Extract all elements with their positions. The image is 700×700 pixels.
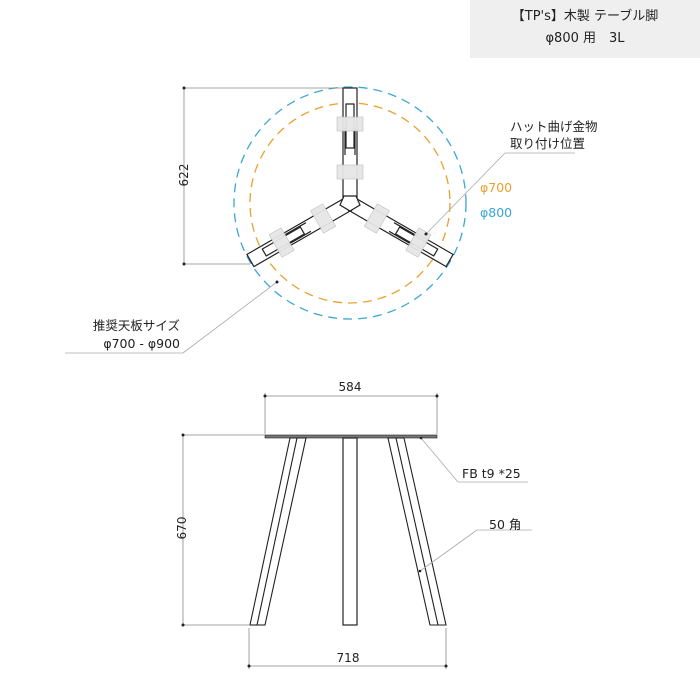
dimension-670 xyxy=(182,434,265,626)
flat-bar-label: FB t9 *25 xyxy=(462,466,521,481)
leg-arm-top xyxy=(342,87,358,199)
bracket-position-label: ハット曲げ金物 取り付け位置 xyxy=(510,118,598,152)
side-view xyxy=(181,393,532,669)
leg-arm-bottom-right xyxy=(350,198,454,268)
title-line-2: φ800 用 3L xyxy=(545,31,625,46)
right-leg xyxy=(387,437,447,626)
recommended-label-line-1: 推奨天板サイズ xyxy=(92,318,180,333)
leg-size-leader xyxy=(419,529,532,572)
dimension-718 xyxy=(248,628,447,669)
recommended-size-label: 推奨天板サイズ φ700 - φ900 xyxy=(70,317,180,353)
flat-bar-leader xyxy=(420,437,528,483)
bracket-positions xyxy=(268,116,432,258)
outer-circle-label: φ800 xyxy=(480,205,513,220)
dimension-622-label: 622 xyxy=(177,163,191,187)
recommended-leader xyxy=(65,281,278,354)
outer-circle-phi800 xyxy=(233,86,467,320)
left-leg xyxy=(249,437,307,626)
leg-size-label: 50 角 xyxy=(489,517,522,532)
bracket-label-line-1: ハット曲げ金物 xyxy=(510,119,598,134)
title-line-1: 【TP's】木製 テーブル脚 xyxy=(511,9,659,24)
center-joint xyxy=(339,195,361,212)
center-leg xyxy=(342,437,358,626)
dimension-584-label: 584 xyxy=(338,380,362,394)
bracket-leader xyxy=(425,152,575,235)
inner-circle-label: φ700 xyxy=(480,180,513,195)
top-view xyxy=(65,86,575,354)
leg-arm-bottom-left xyxy=(246,198,350,268)
dimension-718-label: 718 xyxy=(336,651,360,665)
bracket-label-line-2: 取り付け位置 xyxy=(510,136,586,151)
dimension-622 xyxy=(183,87,350,265)
dimension-584 xyxy=(264,393,438,434)
dimension-670-label: 670 xyxy=(175,516,189,540)
recommended-label-line-2: φ700 - φ900 xyxy=(103,336,180,351)
title-box: 【TP's】木製 テーブル脚 φ800 用 3L xyxy=(470,0,700,58)
